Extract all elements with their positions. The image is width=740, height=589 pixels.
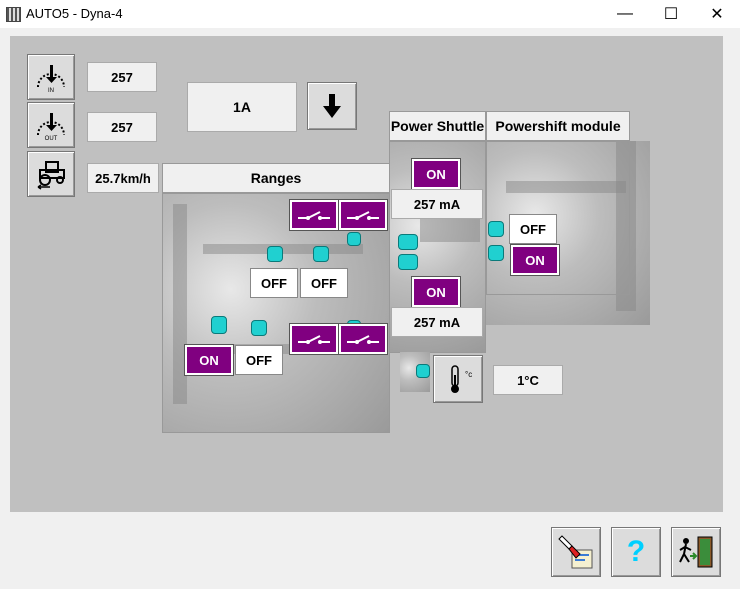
diagnostic-button[interactable] bbox=[551, 527, 601, 577]
maximize-icon: ☐ bbox=[663, 6, 679, 23]
speed-out-value: 257 bbox=[87, 112, 157, 142]
tractor-icon bbox=[37, 161, 65, 190]
help-button[interactable]: ? bbox=[611, 527, 661, 577]
range-valve-button[interactable] bbox=[338, 199, 388, 231]
solenoid-valve-icon bbox=[347, 211, 379, 220]
svg-text:IN: IN bbox=[48, 88, 54, 93]
question-mark-icon: ? bbox=[626, 535, 646, 568]
speed-in-button[interactable]: IN bbox=[27, 54, 75, 100]
powershift-state-button[interactable]: OFF bbox=[509, 214, 557, 244]
maximize-button[interactable]: ☐ bbox=[648, 0, 694, 28]
minimize-icon: — bbox=[617, 5, 633, 22]
minimize-button[interactable]: — bbox=[602, 0, 648, 28]
speed-in-value: 257 bbox=[87, 62, 157, 92]
speed-out-sensor-icon: OUT bbox=[37, 113, 65, 141]
solenoid-valve-icon bbox=[298, 335, 330, 344]
gear-display: 1A bbox=[187, 82, 297, 132]
speed-in-sensor-icon: IN bbox=[37, 65, 65, 93]
range-state-button[interactable]: OFF bbox=[250, 268, 298, 298]
powershift-state-button[interactable]: ON bbox=[510, 244, 560, 276]
ranges-transmission-image bbox=[162, 193, 390, 433]
vehicle-speed-button[interactable] bbox=[27, 151, 75, 197]
solenoid-valve-icon bbox=[347, 335, 379, 344]
temperature-value: 1°C bbox=[493, 365, 563, 395]
window-title: AUTO5 - Dyna-4 bbox=[26, 6, 123, 21]
svg-text:°c: °c bbox=[465, 370, 472, 379]
shuttle-forward-current: 257 mA bbox=[391, 189, 483, 219]
arrow-down-icon bbox=[323, 94, 341, 118]
shuttle-reverse-current: 257 mA bbox=[391, 307, 483, 337]
svg-text:OUT: OUT bbox=[45, 136, 58, 141]
range-state-button[interactable]: ON bbox=[184, 344, 234, 376]
range-valve-button[interactable] bbox=[289, 199, 339, 231]
speed-out-button[interactable]: OUT bbox=[27, 102, 75, 148]
title-bar: AUTO5 - Dyna-4 — ☐ ✕ bbox=[0, 0, 740, 28]
range-state-button[interactable]: OFF bbox=[235, 345, 283, 375]
app-icon bbox=[6, 7, 21, 22]
range-state-button[interactable]: OFF bbox=[300, 268, 348, 298]
range-valve-button[interactable] bbox=[289, 323, 339, 355]
temp-sensor-image bbox=[400, 352, 430, 392]
flashlight-diagnostic-icon bbox=[558, 535, 593, 569]
power-shuttle-header: Power Shuttle bbox=[389, 111, 486, 141]
powershift-module-header: Powershift module bbox=[486, 111, 630, 141]
exit-button[interactable] bbox=[671, 527, 721, 577]
ranges-header: Ranges bbox=[162, 163, 390, 193]
shuttle-forward-state-button[interactable]: ON bbox=[411, 158, 461, 190]
thermometer-icon: °c bbox=[451, 365, 472, 393]
close-button[interactable]: ✕ bbox=[694, 0, 740, 28]
range-valve-button[interactable] bbox=[338, 323, 388, 355]
exit-door-icon bbox=[679, 536, 713, 568]
gear-down-button[interactable] bbox=[307, 82, 357, 130]
vehicle-speed-value: 25.7km/h bbox=[87, 163, 159, 193]
shuttle-reverse-state-button[interactable]: ON bbox=[411, 276, 461, 308]
close-icon: ✕ bbox=[710, 6, 724, 23]
temperature-button[interactable]: °c bbox=[433, 355, 483, 403]
solenoid-valve-icon bbox=[298, 211, 330, 220]
